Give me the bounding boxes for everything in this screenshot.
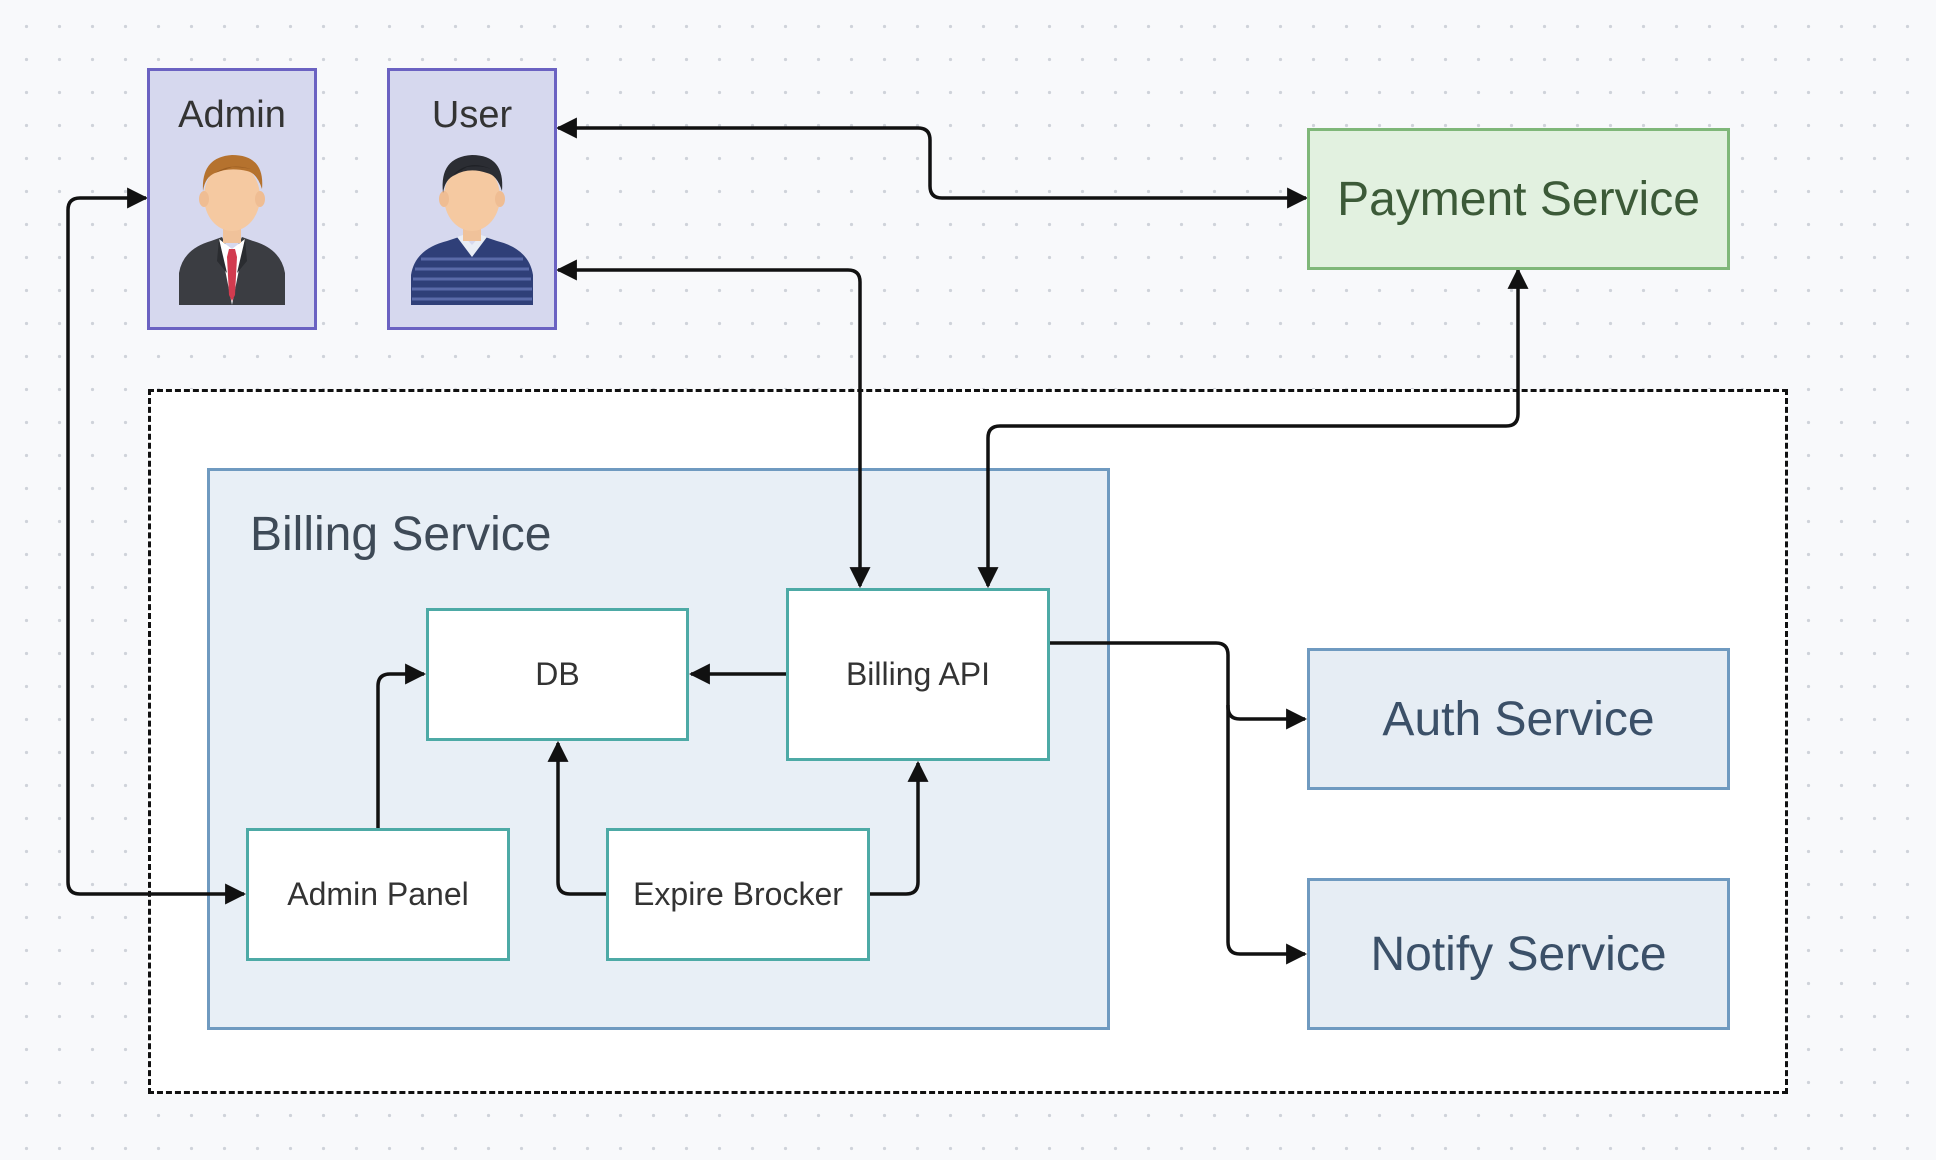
- expire-brocker-label: Expire Brocker: [633, 876, 843, 912]
- user-avatar-icon: [411, 155, 533, 305]
- payment-service-label: Payment Service: [1337, 172, 1700, 226]
- notify-service-label: Notify Service: [1370, 927, 1667, 981]
- admin-actor-label: Admin: [178, 94, 286, 136]
- billing-api-label: Billing API: [845, 656, 991, 692]
- admin-panel-box[interactable]: Admin Panel: [246, 828, 510, 961]
- user-actor-label: User: [431, 94, 513, 136]
- edge-user-payment: [555, 117, 1309, 209]
- payment-service-box[interactable]: Payment Service: [1307, 128, 1730, 270]
- admin-actor[interactable]: Admin: [147, 68, 317, 330]
- billing-service-title: Billing Service: [250, 508, 552, 561]
- auth-service-label: Auth Service: [1382, 692, 1655, 746]
- db-box[interactable]: DB: [426, 608, 689, 741]
- billing-api-box[interactable]: Billing API: [786, 588, 1050, 761]
- auth-service-box[interactable]: Auth Service: [1307, 648, 1730, 790]
- db-label: DB: [535, 656, 580, 692]
- user-actor[interactable]: User: [387, 68, 557, 330]
- admin-panel-label: Admin Panel: [287, 876, 469, 912]
- notify-service-box[interactable]: Notify Service: [1307, 878, 1730, 1030]
- expire-brocker-box[interactable]: Expire Brocker: [606, 828, 870, 961]
- admin-avatar-icon: [179, 155, 285, 305]
